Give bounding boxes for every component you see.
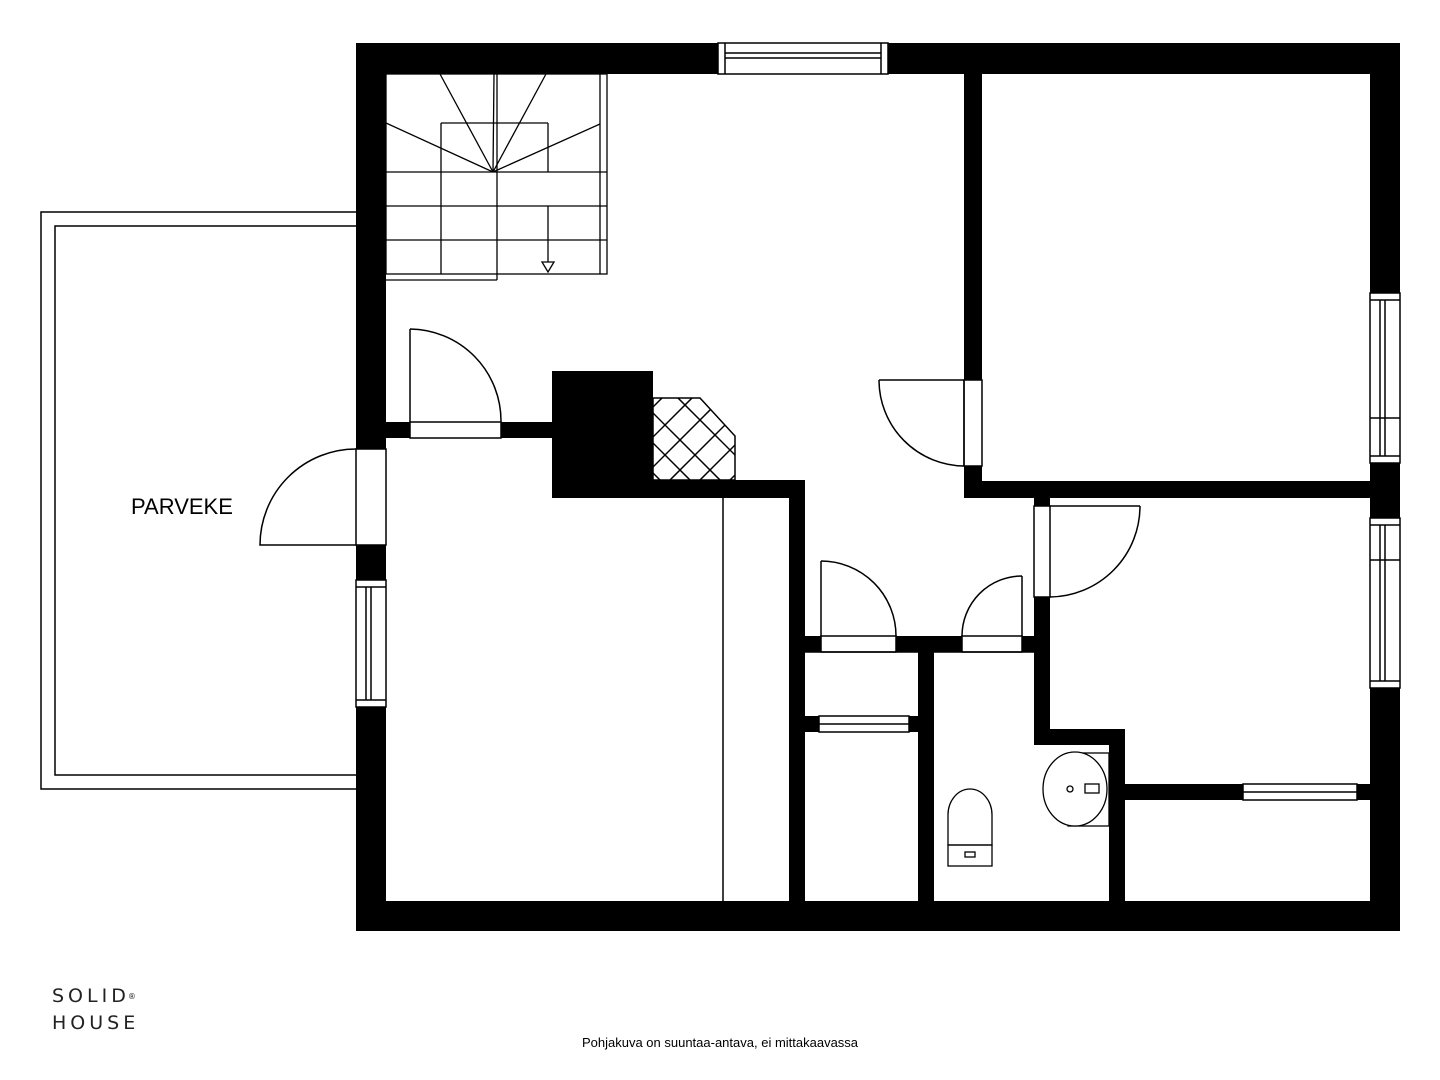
logo-registered-mark: ® (127, 992, 136, 1001)
fireplace-hatch (652, 397, 736, 481)
toilet (947, 788, 993, 867)
staircase (385, 73, 608, 281)
doors (259, 328, 1358, 801)
disclaimer-note: Pohjakuva on suuntaa-antava, ei mittakaa… (581, 1035, 859, 1050)
logo-line-2: HOUSE (52, 1012, 140, 1034)
windows (355, 42, 1401, 708)
logo-line-1: SOLID® (52, 983, 148, 1010)
solid-house-logo: SOLID® HOUSE (38, 983, 148, 1043)
sink (1042, 751, 1110, 827)
balcony (40, 211, 356, 790)
room-label-parveke: PARVEKE (131, 494, 233, 519)
partitions (722, 498, 1034, 901)
walls (356, 43, 1400, 931)
logo-word-1: SOLID (52, 985, 130, 1007)
